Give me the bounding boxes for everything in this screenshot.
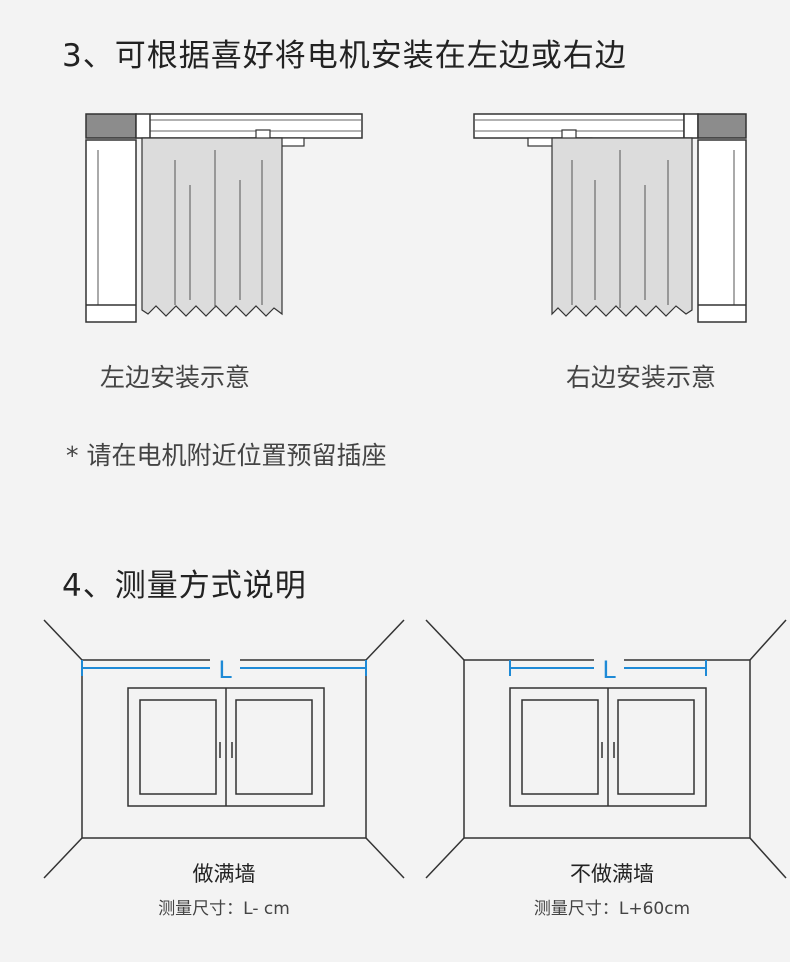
section-3-title: 3、可根据喜好将电机安装在左边或右边 <box>62 38 627 74</box>
motor-body <box>697 139 747 323</box>
curtain-track <box>135 113 363 139</box>
not-full-wall-label: 不做满墙 <box>570 862 654 886</box>
back-wall <box>463 659 751 839</box>
curtain <box>141 137 283 317</box>
full-wall-label: 做满墙 <box>192 862 256 886</box>
section-4-title: 4、测量方式说明 <box>62 568 307 604</box>
motor-head <box>85 113 137 139</box>
full-wall-size: 测量尺寸：L- cm <box>158 899 290 919</box>
right-install-caption: 右边安装示意 <box>566 363 717 392</box>
dimension-label: L <box>218 656 232 684</box>
left-install-caption: 左边安装示意 <box>100 363 251 392</box>
motor-body <box>85 139 137 323</box>
curtain <box>551 137 693 317</box>
curtain-track <box>473 113 685 139</box>
not-full-wall-size: 测量尺寸：L+60cm <box>533 899 691 919</box>
socket-note: * 请在电机附近位置预留插座 <box>66 441 387 470</box>
motor-head <box>697 113 747 139</box>
dimension-label: L <box>602 656 616 684</box>
